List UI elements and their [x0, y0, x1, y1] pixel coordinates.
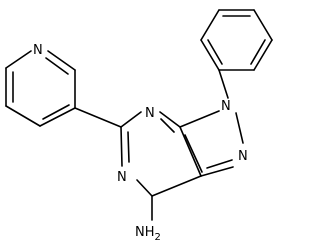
bond — [39, 107, 76, 127]
structure-drawing: N N N N N NH2 — [5, 9, 273, 242]
amine-label: NH2 — [135, 225, 161, 242]
double-bond-inner — [207, 39, 223, 65]
bond — [136, 179, 153, 197]
bond — [253, 9, 273, 41]
double-bond-inner — [127, 131, 130, 163]
bond — [151, 175, 202, 197]
double-bond-inner — [184, 134, 203, 173]
bond — [5, 50, 32, 69]
pyrimidine-nitrogen-top-label: N — [145, 106, 155, 121]
double-bond-inner — [160, 118, 175, 133]
double-bond-inner — [206, 159, 233, 169]
bond — [159, 111, 181, 128]
bond — [120, 111, 142, 128]
amine-subscript: 2 — [155, 232, 161, 242]
pyrazole-ring — [179, 110, 244, 177]
pyrazole-nitrogen-2-label: N — [238, 149, 248, 164]
pyrimidine-nitrogen-bottom-label: N — [117, 170, 127, 185]
bond — [253, 39, 273, 71]
bond — [200, 39, 220, 71]
bond — [47, 50, 76, 71]
double-bond-inner — [250, 39, 266, 65]
bond — [120, 126, 123, 167]
bond — [74, 107, 122, 128]
pyridine-nitrogen-label: N — [33, 43, 43, 58]
bond — [179, 126, 202, 177]
bond — [5, 105, 41, 127]
bond — [200, 166, 234, 177]
double-bond-inner — [42, 104, 70, 120]
pyrimidine-ring — [120, 111, 203, 197]
bond — [200, 9, 220, 41]
amine-main-text: NH — [135, 225, 155, 240]
bond — [218, 69, 229, 99]
bond — [235, 112, 244, 144]
bond — [179, 110, 220, 128]
phenyl-ring — [200, 9, 273, 71]
double-bond-inner — [45, 57, 69, 75]
pyridine-ring — [5, 50, 76, 127]
molecule-diagram: N N N N N NH2 — [5, 9, 273, 242]
pyrazole-nitrogen-1-label: N — [221, 99, 231, 114]
